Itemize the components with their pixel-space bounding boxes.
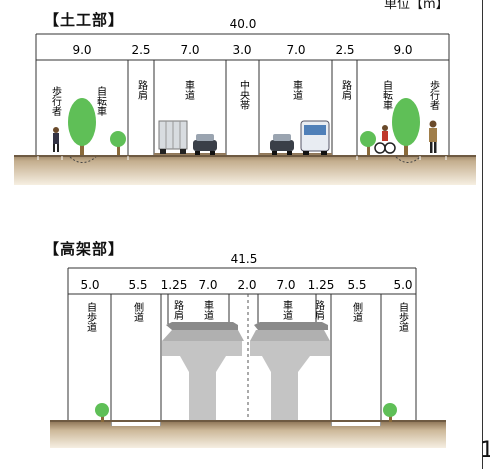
elevated-width-6: 7.0 — [276, 278, 295, 292]
zone-label-bicycle-left: 自転車 — [95, 85, 107, 117]
viaduct-left — [162, 322, 244, 421]
elevated-zone-shoulder-right: 路肩 — [313, 299, 325, 321]
car-icon-right — [270, 134, 294, 155]
zone-label-bicycle-right: 自転車 — [381, 79, 393, 111]
surface-ground — [14, 153, 476, 185]
elevated-width-7: 1.25 — [308, 278, 335, 292]
elevated-width-2: 5.5 — [128, 278, 147, 292]
elevated-zone-sideroad-right: 側道 — [351, 301, 363, 322]
surface-width-7: 9.0 — [393, 43, 412, 57]
elevated-dimension-lines — [67, 267, 417, 426]
zone-label-pedestrian-right: 歩行者 — [428, 79, 440, 111]
elevated-ground — [50, 420, 446, 448]
elevated-width-8: 5.5 — [347, 278, 366, 292]
elevated-zone-sideroad-left: 側道 — [132, 301, 144, 322]
elevated-zone-shoulder-left: 路肩 — [172, 299, 184, 321]
zone-label-shoulder-right: 路肩 — [340, 79, 352, 101]
tree-small-elevated-right — [383, 403, 397, 422]
zone-label-roadway-left: 車道 — [183, 79, 195, 100]
pedestrian-icon-left — [53, 127, 59, 152]
elevated-section-title: 【高架部】 — [44, 240, 125, 258]
surface-section-title: 【土工部】 — [44, 11, 125, 29]
tree-large-left — [68, 98, 96, 155]
elevated-zone-roadway-right: 車道 — [281, 299, 293, 320]
tree-small-elevated-left — [95, 403, 109, 422]
elevated-width-3: 1.25 — [161, 278, 188, 292]
pedestrian-icon-right — [429, 120, 437, 153]
elevated-width-4: 7.0 — [198, 278, 217, 292]
surface-width-5: 7.0 — [286, 43, 305, 57]
zone-label-pedestrian-left: 歩行者 — [50, 85, 62, 117]
surface-width-6: 2.5 — [335, 43, 354, 57]
elevated-width-1: 5.0 — [80, 278, 99, 292]
zone-label-roadway-right: 車道 — [291, 79, 303, 100]
tree-small-left — [110, 131, 126, 155]
viaduct-right — [250, 322, 330, 421]
zone-label-shoulder-left: 路肩 — [136, 79, 148, 101]
bus-icon — [300, 120, 330, 155]
surface-dimension-lines — [35, 33, 450, 156]
frame-edge — [482, 0, 483, 469]
surface-width-1: 9.0 — [72, 43, 91, 57]
elevated-zone-cyclepath-left: 自歩道 — [85, 301, 97, 332]
car-icon-left — [193, 134, 217, 155]
elevated-width-5: 2.0 — [237, 278, 256, 292]
truck-icon — [158, 120, 188, 154]
unit-label: 単位【m】 — [384, 0, 449, 12]
zone-label-median: 中央帯 — [238, 79, 250, 110]
surface-width-3: 7.0 — [180, 43, 199, 57]
elevated-zone-roadway-left: 車道 — [202, 299, 214, 320]
surface-total-width: 40.0 — [230, 17, 257, 31]
cyclist-icon-right — [374, 125, 396, 154]
tree-small-right — [360, 131, 376, 155]
page-corner-number: 1 — [480, 438, 490, 463]
surface-width-4: 3.0 — [232, 43, 251, 57]
elevated-total-width: 41.5 — [231, 252, 258, 266]
elevated-width-9: 5.0 — [393, 278, 412, 292]
surface-width-2: 2.5 — [131, 43, 150, 57]
elevated-zone-cyclepath-right: 自歩道 — [397, 301, 409, 332]
tree-large-right — [392, 98, 420, 155]
